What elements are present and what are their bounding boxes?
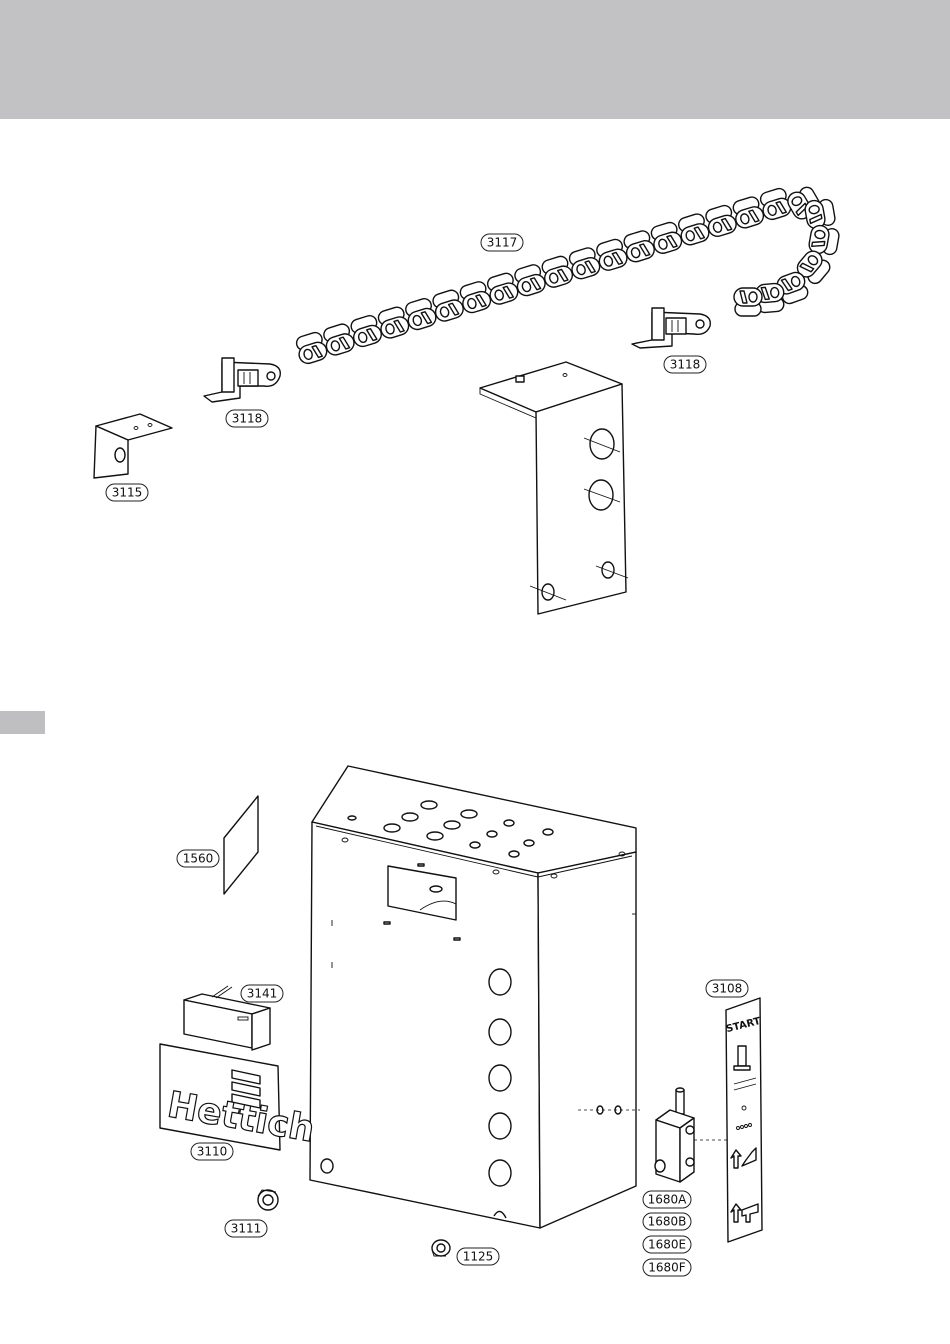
svg-text:3117: 3117 <box>487 236 518 250</box>
cable-gland <box>258 1190 278 1210</box>
callout-3118-right: 3118 <box>664 356 706 373</box>
svg-text:1560: 1560 <box>183 852 214 866</box>
svg-text:1680A: 1680A <box>648 1193 688 1207</box>
label-plate: Hettich <box>160 1044 318 1151</box>
callout-3118-left: 3118 <box>226 410 268 427</box>
grommet <box>432 1240 450 1256</box>
callout-3141: 3141 <box>241 985 283 1002</box>
callout-1680A: 1680A <box>643 1191 691 1208</box>
chain-link <box>734 288 762 316</box>
chain-end-bracket-right <box>632 308 710 348</box>
svg-text:3115: 3115 <box>112 486 143 500</box>
callout-3115: 3115 <box>106 484 148 501</box>
callout-1125: 1125 <box>457 1248 499 1265</box>
callout-1680F: 1680F <box>643 1259 691 1276</box>
scale-strip: START <box>725 998 762 1242</box>
callout-1680E: 1680E <box>643 1236 691 1253</box>
callout-3110: 3110 <box>191 1143 233 1160</box>
svg-text:3110: 3110 <box>197 1145 228 1159</box>
svg-text:1680B: 1680B <box>648 1215 687 1229</box>
mounting-bracket-large <box>480 362 628 614</box>
svg-text:3118: 3118 <box>232 412 263 426</box>
callout-3117: 3117 <box>481 234 523 251</box>
svg-text:3108: 3108 <box>712 982 743 996</box>
chain-end-bracket-left <box>204 358 280 402</box>
drag-chain <box>294 184 840 366</box>
svg-text:1125: 1125 <box>463 1250 494 1264</box>
svg-text:1680E: 1680E <box>648 1238 686 1252</box>
hettich-logo-mark-icon <box>232 1070 260 1108</box>
svg-text:3141: 3141 <box>247 987 278 1001</box>
callout-3111: 3111 <box>225 1220 267 1237</box>
callout-1680B: 1680B <box>643 1213 691 1230</box>
svg-text:3111: 3111 <box>231 1222 262 1236</box>
svg-text:3118: 3118 <box>670 358 701 372</box>
angle-bracket-small <box>94 414 172 478</box>
callout-3108: 3108 <box>706 980 748 997</box>
control-box-housing <box>310 766 640 1228</box>
valve-block <box>655 1088 730 1182</box>
svg-text:1680F: 1680F <box>648 1261 686 1275</box>
glass-plate <box>224 796 258 894</box>
callout-1560: 1560 <box>177 850 219 867</box>
